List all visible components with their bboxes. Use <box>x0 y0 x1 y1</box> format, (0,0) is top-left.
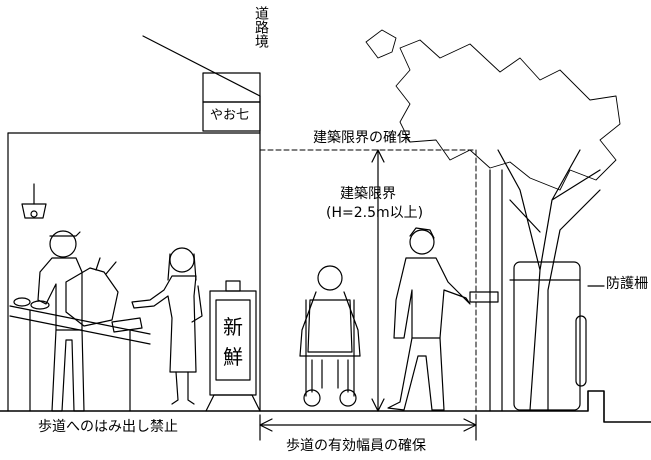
clearance-secure-label: 建築限界の確保 <box>313 130 411 146</box>
clearance-height-arrow <box>371 149 385 412</box>
shop-building <box>7 35 261 412</box>
stand-sign-board <box>205 280 261 412</box>
clearance-zone <box>259 149 477 412</box>
no-protrusion-label: 歩道へのはみ出し禁止 <box>38 419 178 435</box>
ground-line <box>0 390 651 423</box>
pedestrian-figure <box>387 227 499 411</box>
clearance-label: 建築限界 <box>340 186 396 202</box>
hanging-lamp-icon <box>21 203 47 219</box>
shop-sign-label: やお七 <box>210 108 250 123</box>
effective-width-label: 歩道の有効幅員の確保 <box>286 438 426 454</box>
wheelchair-user-figure <box>299 265 361 407</box>
stand-sign-char-2: 鮮 <box>223 345 243 369</box>
customer-figure <box>131 247 203 405</box>
produce-bag <box>65 267 119 327</box>
road-boundary-label: 道路境 <box>253 6 269 48</box>
street-tree <box>365 29 621 411</box>
effective-width-arrow <box>259 414 477 441</box>
clearance-height-label: (H=2.5m以上) <box>326 205 424 221</box>
guard-fence-label: 防護柵 <box>606 276 648 292</box>
guard-fence <box>489 169 605 412</box>
shopkeeper-figure <box>37 230 119 412</box>
road-boundary-text: 道路境 <box>253 6 269 48</box>
stand-sign-char-1: 新 <box>223 315 243 339</box>
